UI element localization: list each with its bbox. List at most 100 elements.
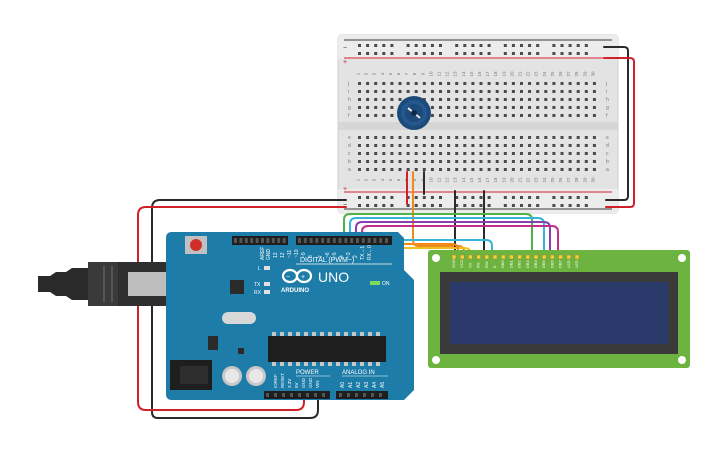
brand-label: ARDUINO (281, 288, 309, 294)
lcd-pin[interactable] (541, 254, 547, 260)
analog-label: ANALOG IN (342, 370, 375, 376)
label-pin10: ~10 (294, 249, 300, 258)
label-pin3: ~3 (346, 252, 352, 258)
bb-column-number: 28 (574, 177, 579, 183)
lcd-pin[interactable] (517, 254, 522, 260)
label-reset: RESET (280, 373, 285, 388)
bb-column-number: 5 (388, 178, 393, 181)
label-pin2: 2 (353, 255, 359, 258)
rail-plus-label-bottom: + (343, 186, 347, 193)
bb-column-number: 24 (542, 177, 547, 183)
bb-column-number: 13 (453, 71, 458, 77)
bb-row-letter: g (606, 105, 609, 111)
lcd-pin-label: LED (574, 260, 579, 268)
lcd-pin-label: RW (484, 261, 489, 268)
bb-column-number: 25 (550, 177, 555, 183)
wire-vcc-rail (603, 57, 635, 208)
bb-column-number: 11 (437, 177, 442, 182)
bb-column-number: 29 (582, 177, 587, 183)
lcd-pin[interactable] (525, 254, 531, 260)
digital-header-right[interactable] (296, 236, 392, 245)
bb-row-letter: b (348, 159, 351, 165)
bb-column-number: 28 (574, 71, 579, 77)
label-pin6: ~6 (325, 252, 331, 258)
lcd-pin[interactable] (509, 254, 514, 260)
potentiometer-icon[interactable] (397, 96, 431, 130)
bottom-header-pins (266, 393, 382, 397)
led-rx (264, 290, 270, 294)
bb-row-letter: f (348, 113, 350, 119)
breadboard[interactable]: 1122334455667788991010111112121313141415… (337, 34, 619, 214)
label-gnd1: GND (301, 377, 306, 388)
bb-column-number: 12 (445, 71, 450, 77)
lcd-pin[interactable] (476, 254, 481, 260)
label-vin: VIN (315, 380, 320, 388)
reset-button-cap[interactable] (190, 239, 202, 251)
bb-column-number: 15 (469, 177, 474, 183)
bb-column-number: 10 (428, 177, 433, 183)
bb-row-letter: a (348, 167, 351, 173)
lcd-pin-label: GND (451, 259, 456, 268)
bb-row-letter: j (605, 81, 607, 87)
lcd-pin-label: DB0 (500, 259, 505, 268)
bb-row-letter: g (348, 105, 351, 111)
lcd-pin[interactable] (500, 254, 506, 260)
bb-column-number: 8 (412, 178, 417, 181)
lcd-pin[interactable] (492, 254, 498, 260)
power-label: POWER (296, 370, 319, 376)
lcd-pin[interactable] (550, 254, 555, 260)
lcd-pin-label: DB3 (525, 259, 530, 268)
bb-column-number: 20 (509, 71, 514, 77)
bb-row-letter: c (606, 151, 609, 157)
lcd-pin[interactable] (533, 254, 539, 260)
bb-column-number: 27 (566, 177, 571, 183)
lcd-pin-label: DB5 (541, 259, 546, 268)
label-a1: A1 (348, 382, 354, 388)
bb-row-letter: h (348, 97, 351, 103)
bb-column-number: 19 (501, 177, 506, 183)
led-on-label: ON (382, 281, 390, 287)
bb-column-number: 20 (509, 177, 514, 183)
bb-column-number: 1 (356, 178, 361, 181)
bb-column-number: 29 (582, 71, 587, 77)
label-pin12: 12 (280, 252, 286, 258)
label-a5: A5 (380, 382, 386, 388)
label-3v3: 3.3V (287, 379, 292, 388)
svg-text:−: − (286, 274, 290, 281)
bb-row-letter: a (606, 167, 609, 173)
bb-column-number: 13 (453, 177, 458, 183)
lcd-pin-label: DB6 (549, 259, 554, 268)
crystal (222, 312, 256, 324)
digital-pwm-label: DIGITAL (PWM~) (300, 257, 354, 264)
bb-column-number: 2 (364, 72, 369, 75)
bb-column-number: 5 (388, 72, 393, 75)
lcd-pin[interactable] (484, 254, 490, 260)
lcd-pin[interactable] (558, 254, 563, 260)
bb-column-number: 18 (493, 177, 498, 183)
led-l-label: L (258, 266, 261, 272)
svg-text:+: + (301, 274, 305, 281)
lcd-pin[interactable] (566, 254, 572, 260)
arduino-uno[interactable]: AREF GND 13 12 ~11 ~10 ~9 8 7 ~6 ~5 4 ~3… (38, 232, 414, 400)
digital-header-pins (234, 238, 388, 243)
regulator (208, 336, 218, 350)
power-header[interactable] (264, 391, 330, 399)
lcd-pin[interactable] (468, 254, 473, 260)
lcd-pin-label: VCC (459, 259, 464, 268)
digital-header-left[interactable] (232, 236, 288, 245)
lcd-pin[interactable] (451, 254, 457, 260)
rail-minus-label-bottom: − (343, 202, 347, 209)
led-on (370, 281, 380, 285)
label-pin9: ~9 (301, 252, 307, 258)
lcd-pin[interactable] (574, 254, 580, 260)
label-aref: AREF (260, 247, 266, 260)
bb-row-letter: e (606, 135, 609, 141)
bb-column-number: 30 (590, 71, 595, 77)
lcd-pin[interactable] (459, 254, 465, 260)
label-a2: A2 (356, 382, 362, 388)
label-5v: 5V (294, 382, 299, 388)
analog-header[interactable] (336, 391, 388, 399)
bb-column-number: 10 (428, 71, 433, 77)
